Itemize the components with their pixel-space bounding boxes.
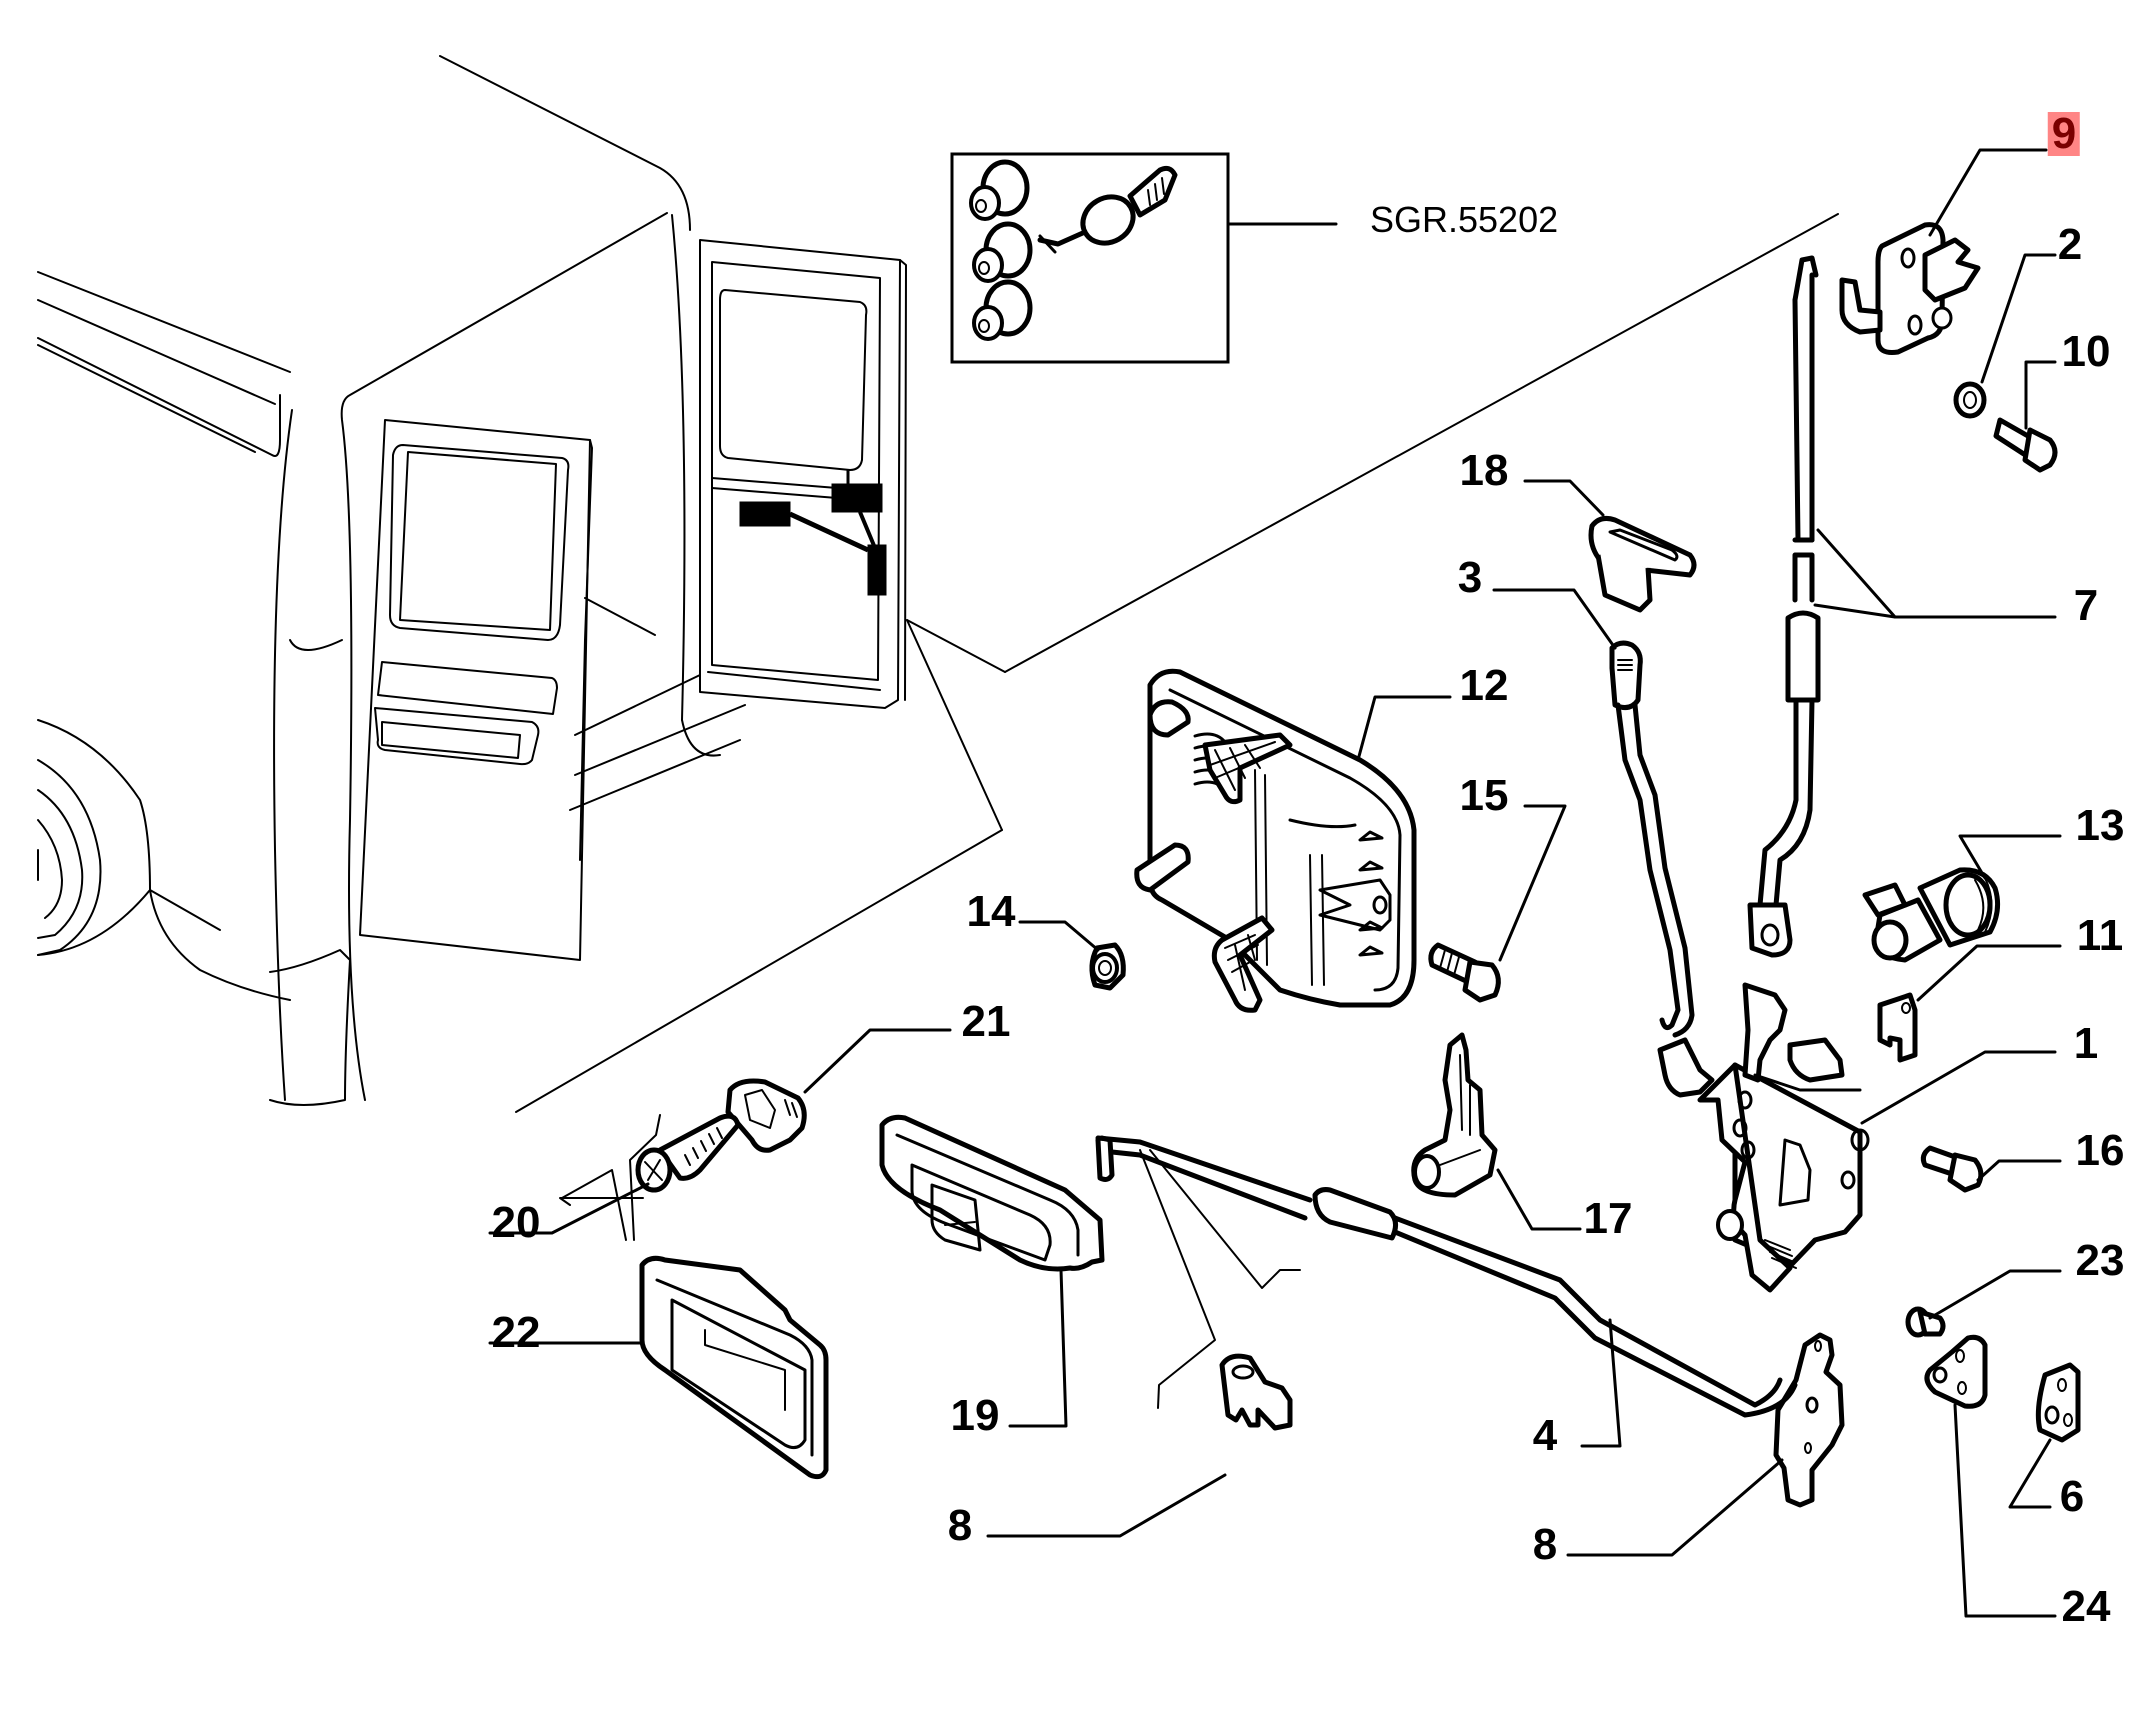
part-17-rod-clip xyxy=(1411,1032,1498,1198)
part-24-bracket xyxy=(1924,1334,1988,1409)
part-22-bezel xyxy=(639,1255,829,1480)
callout-3[interactable]: 3 xyxy=(1457,553,1483,602)
callout-12[interactable]: 12 xyxy=(1459,661,1509,710)
callout-22[interactable]: 22 xyxy=(491,1308,541,1357)
callout-10[interactable]: 10 xyxy=(2061,327,2111,376)
part-18-clip xyxy=(1588,516,1697,613)
part-1-door-lock xyxy=(1657,982,1870,1293)
callout-bracket-lines xyxy=(515,213,1839,1113)
callout-19[interactable]: 19 xyxy=(950,1391,1000,1440)
part-9-striker-plate xyxy=(1839,222,1981,355)
part-8-rod-clip xyxy=(1219,1353,1293,1431)
leader-lines xyxy=(488,148,2062,1618)
part-12-inner-handle xyxy=(1134,668,1417,1013)
part-7-rod xyxy=(1747,255,1821,958)
callout-16[interactable]: 16 xyxy=(2075,1126,2125,1175)
callout-24[interactable]: 24 xyxy=(2061,1582,2111,1631)
assembly-lines xyxy=(559,1114,1301,1409)
part-14-nut xyxy=(1089,942,1126,991)
kit-reference-label[interactable]: SGR.55202 xyxy=(1370,199,1559,240)
callout-7[interactable]: 7 xyxy=(2073,581,2099,630)
callout-17[interactable]: 17 xyxy=(1583,1194,1633,1243)
lock-kit-box xyxy=(950,152,1338,364)
part-19-outer-handle xyxy=(879,1114,1105,1272)
callout-13[interactable]: 13 xyxy=(2075,801,2125,850)
van-illustration xyxy=(37,55,907,1106)
lock-cylinder-icon xyxy=(972,279,1033,341)
part-2-washer xyxy=(1953,381,1987,419)
part-4-rod xyxy=(1095,1135,1798,1418)
callout-14[interactable]: 14 xyxy=(966,887,1016,936)
part-23-pin xyxy=(1905,1306,1946,1338)
callout-20[interactable]: 20 xyxy=(491,1198,541,1247)
part-15-bolt xyxy=(1428,942,1501,1003)
part-3-rod xyxy=(1609,640,1695,1038)
part-16-bolt xyxy=(1920,1145,1984,1193)
callout-8-right[interactable]: 8 xyxy=(1532,1520,1558,1569)
callout-11[interactable]: 11 xyxy=(2076,911,2124,960)
callout-21[interactable]: 21 xyxy=(961,997,1011,1046)
part-21-clip xyxy=(725,1078,807,1153)
key-icon xyxy=(1037,165,1178,254)
callout-9[interactable]: 9 xyxy=(2047,112,2081,156)
lock-cylinder-icon xyxy=(969,159,1030,221)
lock-cylinder-icon xyxy=(972,221,1033,283)
callout-1[interactable]: 1 xyxy=(2073,1019,2099,1068)
part-10-bolt xyxy=(1993,417,2058,473)
callout-15[interactable]: 15 xyxy=(1459,771,1509,820)
callout-18[interactable]: 18 xyxy=(1459,446,1509,495)
callout-23[interactable]: 23 xyxy=(2075,1236,2125,1285)
part-13-lock-cylinder xyxy=(1862,867,2001,963)
part-11-clip xyxy=(1877,992,1918,1063)
part-8-actuator xyxy=(1773,1332,1845,1508)
callout-2[interactable]: 2 xyxy=(2057,220,2083,269)
part-20-screw xyxy=(635,1113,741,1193)
part-6-plate xyxy=(2035,1362,2081,1443)
callout-6[interactable]: 6 xyxy=(2059,1472,2085,1521)
callout-8-left[interactable]: 8 xyxy=(947,1501,973,1550)
callout-4[interactable]: 4 xyxy=(1532,1411,1558,1460)
